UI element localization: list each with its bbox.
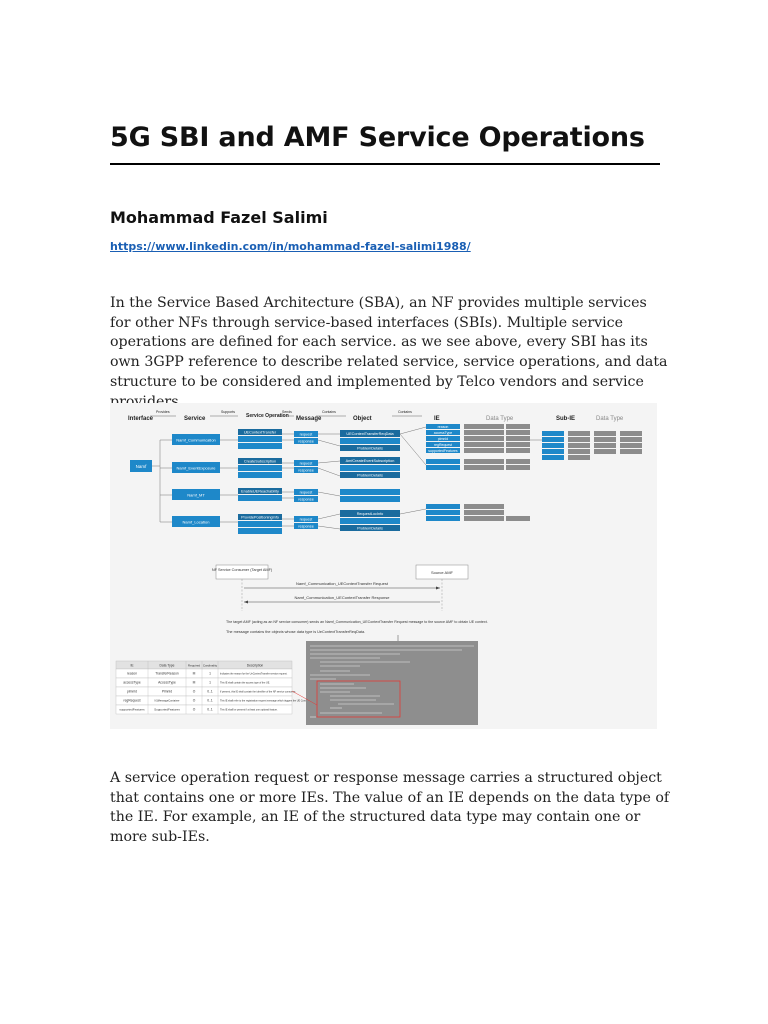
header-interface: Interface	[128, 416, 154, 422]
ie-table-cell: 0..1	[207, 708, 213, 712]
sequence-response-message: Namf_Communication_UEContextTransfer Res…	[294, 595, 390, 600]
ie-table-cell: This IE shall refer to the registration …	[220, 700, 310, 703]
header-sub-ie: Sub-IE	[556, 416, 575, 422]
header-service-operation: Service Operation	[246, 413, 289, 419]
header-provides: Provides	[156, 410, 170, 414]
ie-table-cell: SupportedFeatures	[154, 708, 180, 712]
ie-table-cell: M	[193, 672, 196, 676]
object-amfcreateeventsubscription: AmfCreateEventSubscription	[346, 459, 395, 463]
ie-supportedfeatures: supportedFeatures	[428, 449, 458, 453]
ie-table-cell: 1	[209, 681, 211, 685]
header-ie: IE	[434, 416, 440, 422]
ie-table-cell: AccessType	[158, 681, 176, 685]
header-service: Service	[184, 416, 206, 422]
ie-table-cell: TransferReason	[155, 672, 179, 676]
header-data-type-2: Data Type	[596, 416, 624, 422]
interface-namf: Namf	[136, 464, 148, 469]
sequence-producer: Source AMF	[431, 570, 454, 575]
ie-table-cell: O	[193, 699, 196, 703]
message-response-4: response	[298, 525, 314, 529]
ie-table-cell: 0..1	[207, 699, 213, 703]
ie-table-cell: O	[193, 690, 196, 694]
ie-table-cell: N1MessageContainer	[154, 699, 179, 703]
title-divider	[110, 163, 660, 165]
ie-reason: reason	[438, 425, 449, 429]
ie-table-cell: PlmnId	[162, 690, 172, 694]
service-namf-location: Namf_Location	[183, 520, 210, 525]
ie-plmnid: plmnId	[438, 437, 449, 441]
service-namf-eventexposure: Namf_EventExposure	[177, 466, 217, 471]
ie-table-cell: If present, this IE shall contain the id…	[220, 691, 296, 694]
service-namf-mt: Namf_MT	[187, 493, 205, 498]
ie-table-cell: This IE shall contain the access type of…	[220, 682, 270, 685]
ie-table-cell: regRequest	[123, 699, 140, 703]
object-requestlocinfo: RequestLocInfo	[357, 512, 384, 516]
message-request-4: request	[300, 518, 314, 522]
ie-table-cell: O	[193, 708, 196, 712]
ie-table-cell: reason	[127, 672, 137, 676]
operation-enableuereachability: EnableUEReachability	[241, 490, 279, 494]
header-sends: Sends	[282, 410, 292, 414]
sequence-request-message: Namf_Communication_UEContextTransfer Req…	[296, 581, 389, 586]
ie-table-cell: 1	[209, 672, 211, 676]
linkedin-profile-link[interactable]: https://www.linkedin.com/in/mohammad-faz…	[110, 240, 471, 253]
sequence-note-1: The target AMF (acting as an NF service …	[226, 620, 488, 624]
ie-table-header-data-type: Data Type	[160, 664, 175, 668]
operation-uecontexttransfer: UEContextTransfer	[244, 431, 277, 435]
ie-regrequest: regRequest	[434, 443, 452, 447]
object-uecontexttransferreqdata: UEContextTransferReqData	[346, 432, 394, 436]
header-contains-1: Contains	[322, 410, 336, 414]
ie-table-header-ie: IE	[130, 664, 134, 668]
sequence-note-2: The message contains the objects whose d…	[226, 630, 365, 634]
ie-table-header-description: Description	[247, 664, 264, 668]
object-problemdetails-3: ProblemDetails	[357, 526, 383, 530]
ie-table-cell: supportedFeatures	[119, 708, 145, 712]
ie-table-header-required: Required	[188, 664, 201, 668]
author-name: Mohammad Fazel Salimi	[110, 208, 328, 227]
message-request-1: request	[300, 433, 314, 437]
intro-paragraph: In the Service Based Architecture (SBA),…	[110, 295, 668, 410]
header-message: Message	[296, 416, 322, 422]
operation-createsubscription: CreateSubscription	[244, 460, 276, 464]
service-namf-communication: Namf_Communication	[176, 438, 216, 443]
ie-table-cell: M	[193, 681, 196, 685]
message-request-2: request	[300, 462, 314, 466]
article-title: 5G SBI and AMF Service Operations	[110, 122, 645, 153]
header-object: Object	[353, 416, 372, 422]
ie-table-cell: accessType	[123, 681, 141, 685]
object-problemdetails-2: ProblemDetails	[357, 473, 383, 477]
ie-table-cell: 0..1	[207, 690, 213, 694]
operation-providepositioninginfo: ProvidePositioningInfo	[241, 516, 279, 520]
sequence-consumer: NF Service Consumer (Target AMF)	[212, 568, 273, 572]
header-supports: Supports	[221, 410, 235, 414]
ie-table-cell: plmnId	[127, 690, 137, 694]
message-request-3: request	[300, 491, 314, 495]
ie-accesstype: accessType	[434, 431, 453, 435]
sbi-architecture-figure: Interface Provides Service Supports Serv…	[110, 403, 657, 729]
ie-table-header-cardinality: Cardinality	[203, 664, 218, 668]
object-problemdetails-1: ProblemDetails	[357, 446, 383, 450]
ie-table-cell: Indicates the reason for the UeContextTr…	[220, 673, 288, 676]
header-contains-2: Contains	[398, 410, 412, 414]
ie-paragraph: A service operation request or response …	[110, 770, 670, 846]
message-response-2: response	[298, 469, 314, 473]
message-response-3: response	[298, 498, 314, 502]
ie-table-cell: This IE shall be present if at least one…	[220, 709, 278, 712]
message-response-1: response	[298, 440, 314, 444]
header-data-type-1: Data Type	[486, 416, 514, 422]
